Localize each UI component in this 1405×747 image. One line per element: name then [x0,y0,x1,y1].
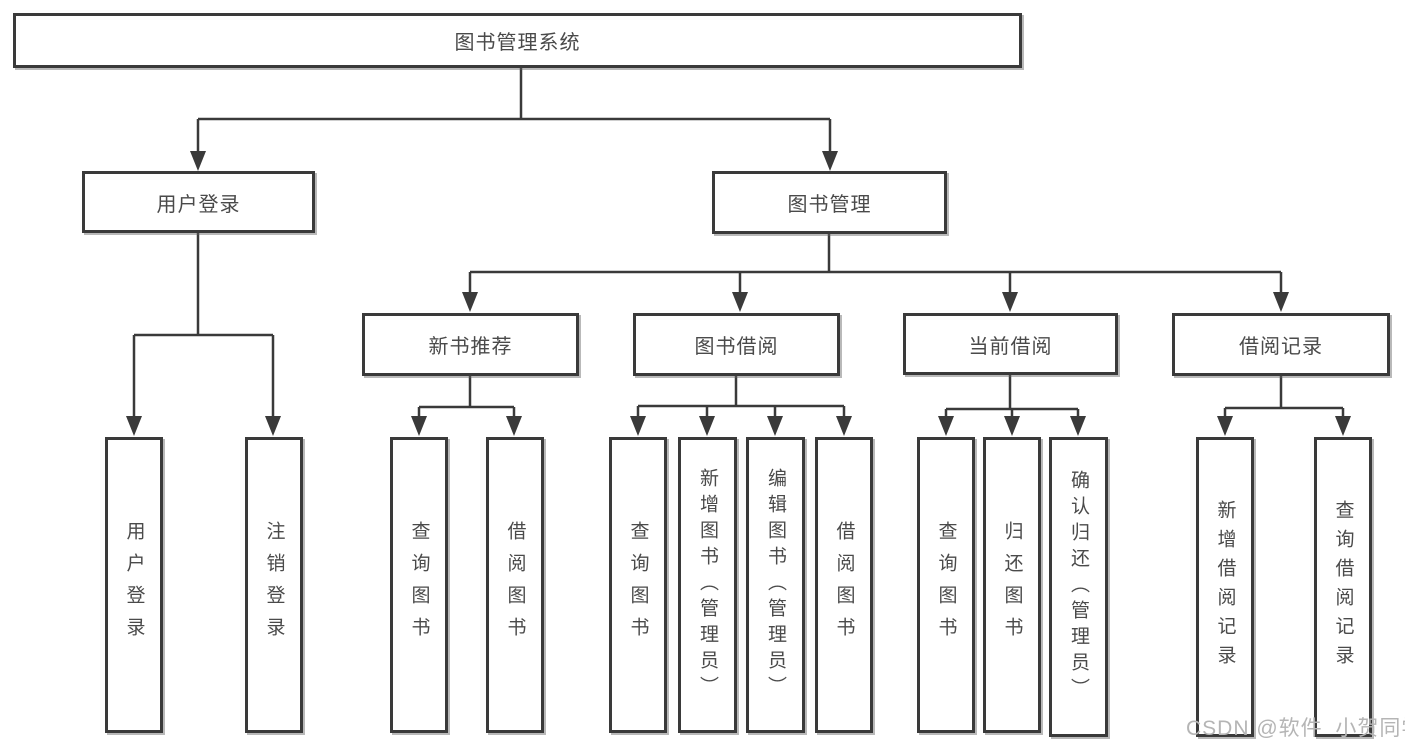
node-book-management: 图书管理 [712,171,947,234]
node-label: 图书管理系统 [454,32,581,54]
node-label: 查询图书 [627,521,649,649]
node-label: 确认归还（管理员） [1068,470,1089,704]
node-label: 新增借阅记录 [1214,500,1236,674]
node-leaf-query-books-2: 查询图书 [609,437,667,733]
arrow-down-icons [126,151,1351,436]
node-leaf-return-books: 归还图书 [983,437,1041,733]
node-leaf-logout: 注销登录 [245,437,303,733]
node-leaf-query-borrow-record: 查询借阅记录 [1314,437,1372,737]
node-user-login-branch: 用户登录 [82,171,315,233]
node-library-management-system: 图书管理系统 [13,13,1022,68]
node-leaf-edit-books-admin: 编辑图书（管理员） [746,437,805,733]
node-leaf-add-borrow-record: 新增借阅记录 [1196,437,1254,737]
node-leaf-borrow-books-1: 借阅图书 [486,437,544,733]
node-label: 当前借阅 [968,335,1053,358]
node-leaf-query-books-1: 查询图书 [390,437,448,733]
node-label: 注销登录 [263,521,285,649]
node-label: 图书管理 [787,194,872,216]
node-current-borrowing: 当前借阅 [903,313,1118,375]
node-leaf-add-books-admin: 新增图书（管理员） [678,437,737,733]
node-label: 编辑图书（管理员） [765,468,786,702]
node-borrowing-records: 借阅记录 [1172,313,1390,376]
node-label: 用户登录 [156,193,241,216]
node-new-book-recommendation: 新书推荐 [362,313,579,376]
node-label: 图书借阅 [694,336,779,358]
node-book-borrowing: 图书借阅 [633,313,840,376]
node-label: 用户登录 [123,521,145,649]
node-label: 查询借阅记录 [1332,500,1354,674]
csdn-watermark: CSDN @软件_小贺同学 [1186,717,1405,740]
node-label: 查询图书 [408,521,430,649]
node-leaf-query-books-3: 查询图书 [917,437,975,733]
node-label: 新书推荐 [428,336,513,358]
node-label: 查询图书 [935,521,957,649]
node-label: 归还图书 [1001,521,1023,649]
node-leaf-confirm-return-admin: 确认归还（管理员） [1049,437,1108,737]
node-leaf-user-login: 用户登录 [105,437,163,733]
node-leaf-borrow-books-2: 借阅图书 [815,437,873,733]
node-label: 借阅图书 [833,521,855,649]
node-label: 借阅图书 [504,521,526,649]
node-label: 借阅记录 [1239,336,1323,358]
node-label: 新增图书（管理员） [697,468,718,702]
